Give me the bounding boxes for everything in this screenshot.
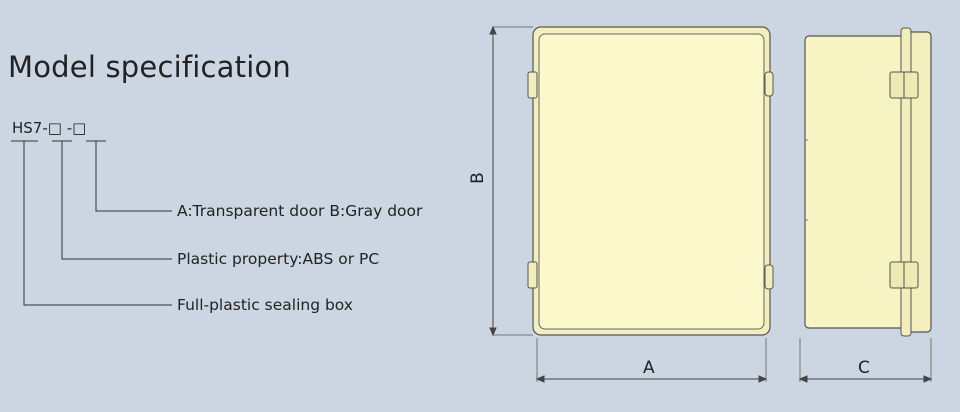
page-title: Model specification <box>8 50 291 84</box>
latch-top-right <box>764 71 774 97</box>
box-side-view <box>804 27 932 337</box>
spec-door-type: A:Transparent door B:Gray door <box>177 202 423 220</box>
leader-box <box>23 141 172 306</box>
side-rail <box>900 27 912 337</box>
front-door-panel <box>538 33 765 330</box>
latch-bottom-right <box>764 264 774 290</box>
dim-label-b: B <box>467 172 488 184</box>
spec-box-type: Full-plastic sealing box <box>177 296 353 314</box>
leader-plastic <box>61 141 172 260</box>
dim-label-a: A <box>643 358 655 378</box>
hinge-top-left <box>527 71 538 99</box>
spec-plastic-property: Plastic property:ABS or PC <box>177 250 380 268</box>
model-code: HS7-□ -□ <box>12 119 87 137</box>
dim-label-c: C <box>858 358 870 378</box>
hinge-bottom-left <box>527 261 538 289</box>
box-front-view <box>527 26 774 336</box>
leader-door <box>95 141 172 212</box>
